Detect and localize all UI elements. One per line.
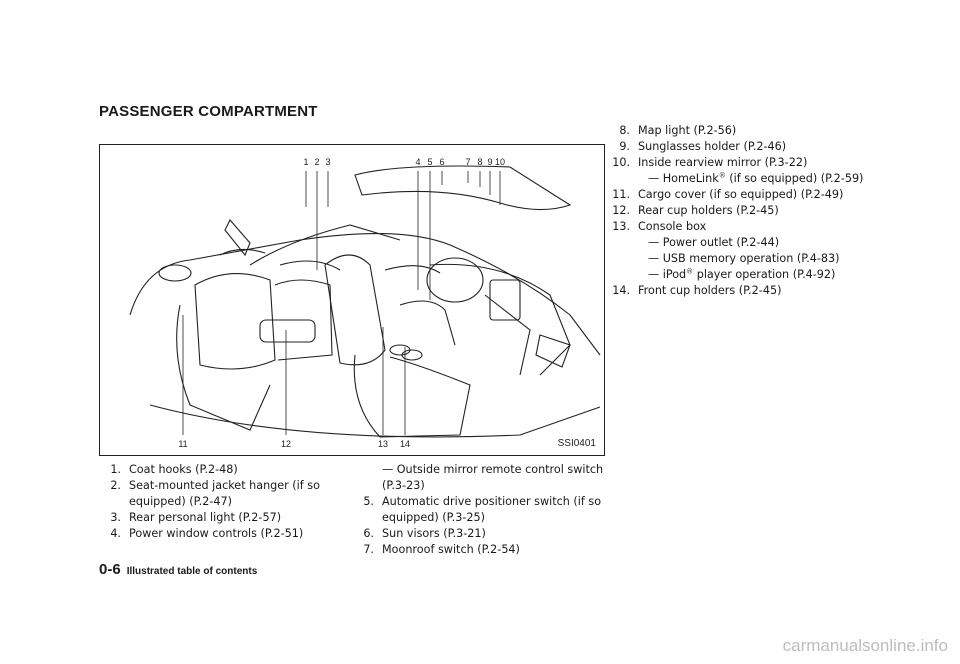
callout-14: 14: [400, 439, 410, 449]
callout-2: 2: [314, 157, 319, 167]
list-item: 5. Automatic drive positioner switch (if …: [352, 494, 606, 526]
interior-line-drawing: 1 2 3 4 5 6 7 8 9 10 11 12 13 14: [129, 157, 601, 449]
figure-code: SSI0401: [557, 438, 596, 449]
registered-mark: ®: [718, 171, 726, 180]
callout-6: 6: [439, 157, 444, 167]
callout-11: 11: [178, 439, 187, 449]
item-list-column-2: — Outside mirror remote control switch (…: [352, 462, 606, 558]
callouts-bottom: 11 12 13 14: [178, 439, 410, 449]
item-text: Coat hooks (P.2-48): [129, 463, 238, 476]
item-text: — Outside mirror remote control switch (…: [382, 463, 604, 492]
item-list-column-3: 8. Map light (P.2-56) 9. Sunglasses holder…: [608, 123, 870, 299]
callout-9: 9: [487, 157, 492, 167]
item-text: Front cup holders (P.2-45): [638, 284, 782, 297]
list-item: 6. Sun visors (P.3-21): [352, 526, 606, 542]
item-text: Rear cup holders (P.2-45): [638, 204, 779, 217]
subtext-pre: — HomeLink: [648, 172, 719, 185]
list-item: 12. Rear cup holders (P.2-45): [608, 203, 870, 219]
item-text: Rear personal light (P.2-57): [129, 511, 282, 524]
callout-8: 8: [477, 157, 482, 167]
item-text: Sun visors (P.3-21): [382, 527, 486, 540]
item-number: 13.: [612, 220, 630, 233]
callout-13: 13: [378, 439, 388, 449]
item-text: Automatic drive positioner switch (if so…: [382, 495, 602, 524]
item-number: 8.: [619, 124, 630, 137]
item-subtext: — USB memory operation (P.4-83): [648, 252, 840, 265]
item-number: 12.: [612, 204, 630, 217]
callout-10: 10: [495, 157, 505, 167]
list-item: 14. Front cup holders (P.2-45): [608, 283, 870, 299]
callouts-top: 1 2 3 4 5 6 7 8 9 10: [303, 157, 505, 167]
item-text: Cargo cover (if so equipped) (P.2-49): [638, 188, 844, 201]
registered-mark: ®: [686, 267, 694, 276]
item-number: 2.: [110, 479, 121, 492]
item-text: Power window controls (P.2-51): [129, 527, 304, 540]
item-number: 6.: [363, 527, 374, 540]
item-text: Moonroof switch (P.2-54): [382, 543, 520, 556]
callout-1: 1: [303, 157, 308, 167]
item-text: Map light (P.2-56): [638, 124, 737, 137]
list-item: 11. Cargo cover (if so equipped) (P.2-49): [608, 187, 870, 203]
list-item: 2. Seat-mounted jacket hanger (if so equi…: [99, 478, 361, 510]
callout-12: 12: [281, 439, 291, 449]
list-item: 7. Moonroof switch (P.2-54): [352, 542, 606, 558]
page-footer: 0-6 Illustrated table of contents: [99, 561, 257, 579]
item-subtext: — Power outlet (P.2-44): [648, 236, 780, 249]
section-title: PASSENGER COMPARTMENT: [99, 103, 318, 120]
list-item: 9. Sunglasses holder (P.2-46): [608, 139, 870, 155]
item-subtext: — iPod® player operation (P.4-92): [632, 267, 870, 283]
callout-4: 4: [415, 157, 420, 167]
list-item: 8. Map light (P.2-56): [608, 123, 870, 139]
item-number: 9.: [619, 140, 630, 153]
watermark: carmanualsonline.info: [782, 636, 948, 655]
item-number: 7.: [363, 543, 374, 556]
item-list-column-1: 1. Coat hooks (P.2-48) 2. Seat-mounted jac…: [99, 462, 361, 542]
item-number: 5.: [363, 495, 374, 508]
item-text: Console box: [638, 220, 707, 233]
callout-3: 3: [325, 157, 330, 167]
item-number: 3.: [110, 511, 121, 524]
item-text: Inside rearview mirror (P.3-22): [638, 156, 808, 169]
callout-5: 5: [427, 157, 432, 167]
item-number: 11.: [612, 188, 630, 201]
item-number: 1.: [110, 463, 121, 476]
list-item: 10. Inside rearview mirror (P.3-22) — Ho…: [608, 155, 870, 187]
item-text: Seat-mounted jacket hanger (if so equipp…: [129, 479, 320, 508]
interior-illustration: 1 2 3 4 5 6 7 8 9 10 11 12 13 14 SSI0401: [99, 144, 605, 456]
list-item: 1. Coat hooks (P.2-48): [99, 462, 361, 478]
item-subtext: — HomeLink® (if so equipped) (P.2-59): [632, 171, 870, 187]
list-item: 13. Console box — Power outlet (P.2-44) …: [608, 219, 870, 283]
page-number: 0-6: [99, 561, 121, 578]
item-text: Sunglasses holder (P.2-46): [638, 140, 787, 153]
item-number: 4.: [110, 527, 121, 540]
callout-7: 7: [465, 157, 470, 167]
subtext-post: (if so equipped) (P.2-59): [725, 172, 864, 185]
subtext-pre: — iPod: [648, 268, 687, 281]
item-number: 14.: [612, 284, 630, 297]
footer-label: Illustrated table of contents: [126, 566, 258, 577]
list-item: 3. Rear personal light (P.2-57): [99, 510, 361, 526]
subtext-post: player operation (P.4-92): [693, 268, 836, 281]
list-item: 4. Power window controls (P.2-51): [99, 526, 361, 542]
item-number: 10.: [612, 156, 630, 169]
list-item: — Outside mirror remote control switch (…: [352, 462, 606, 494]
